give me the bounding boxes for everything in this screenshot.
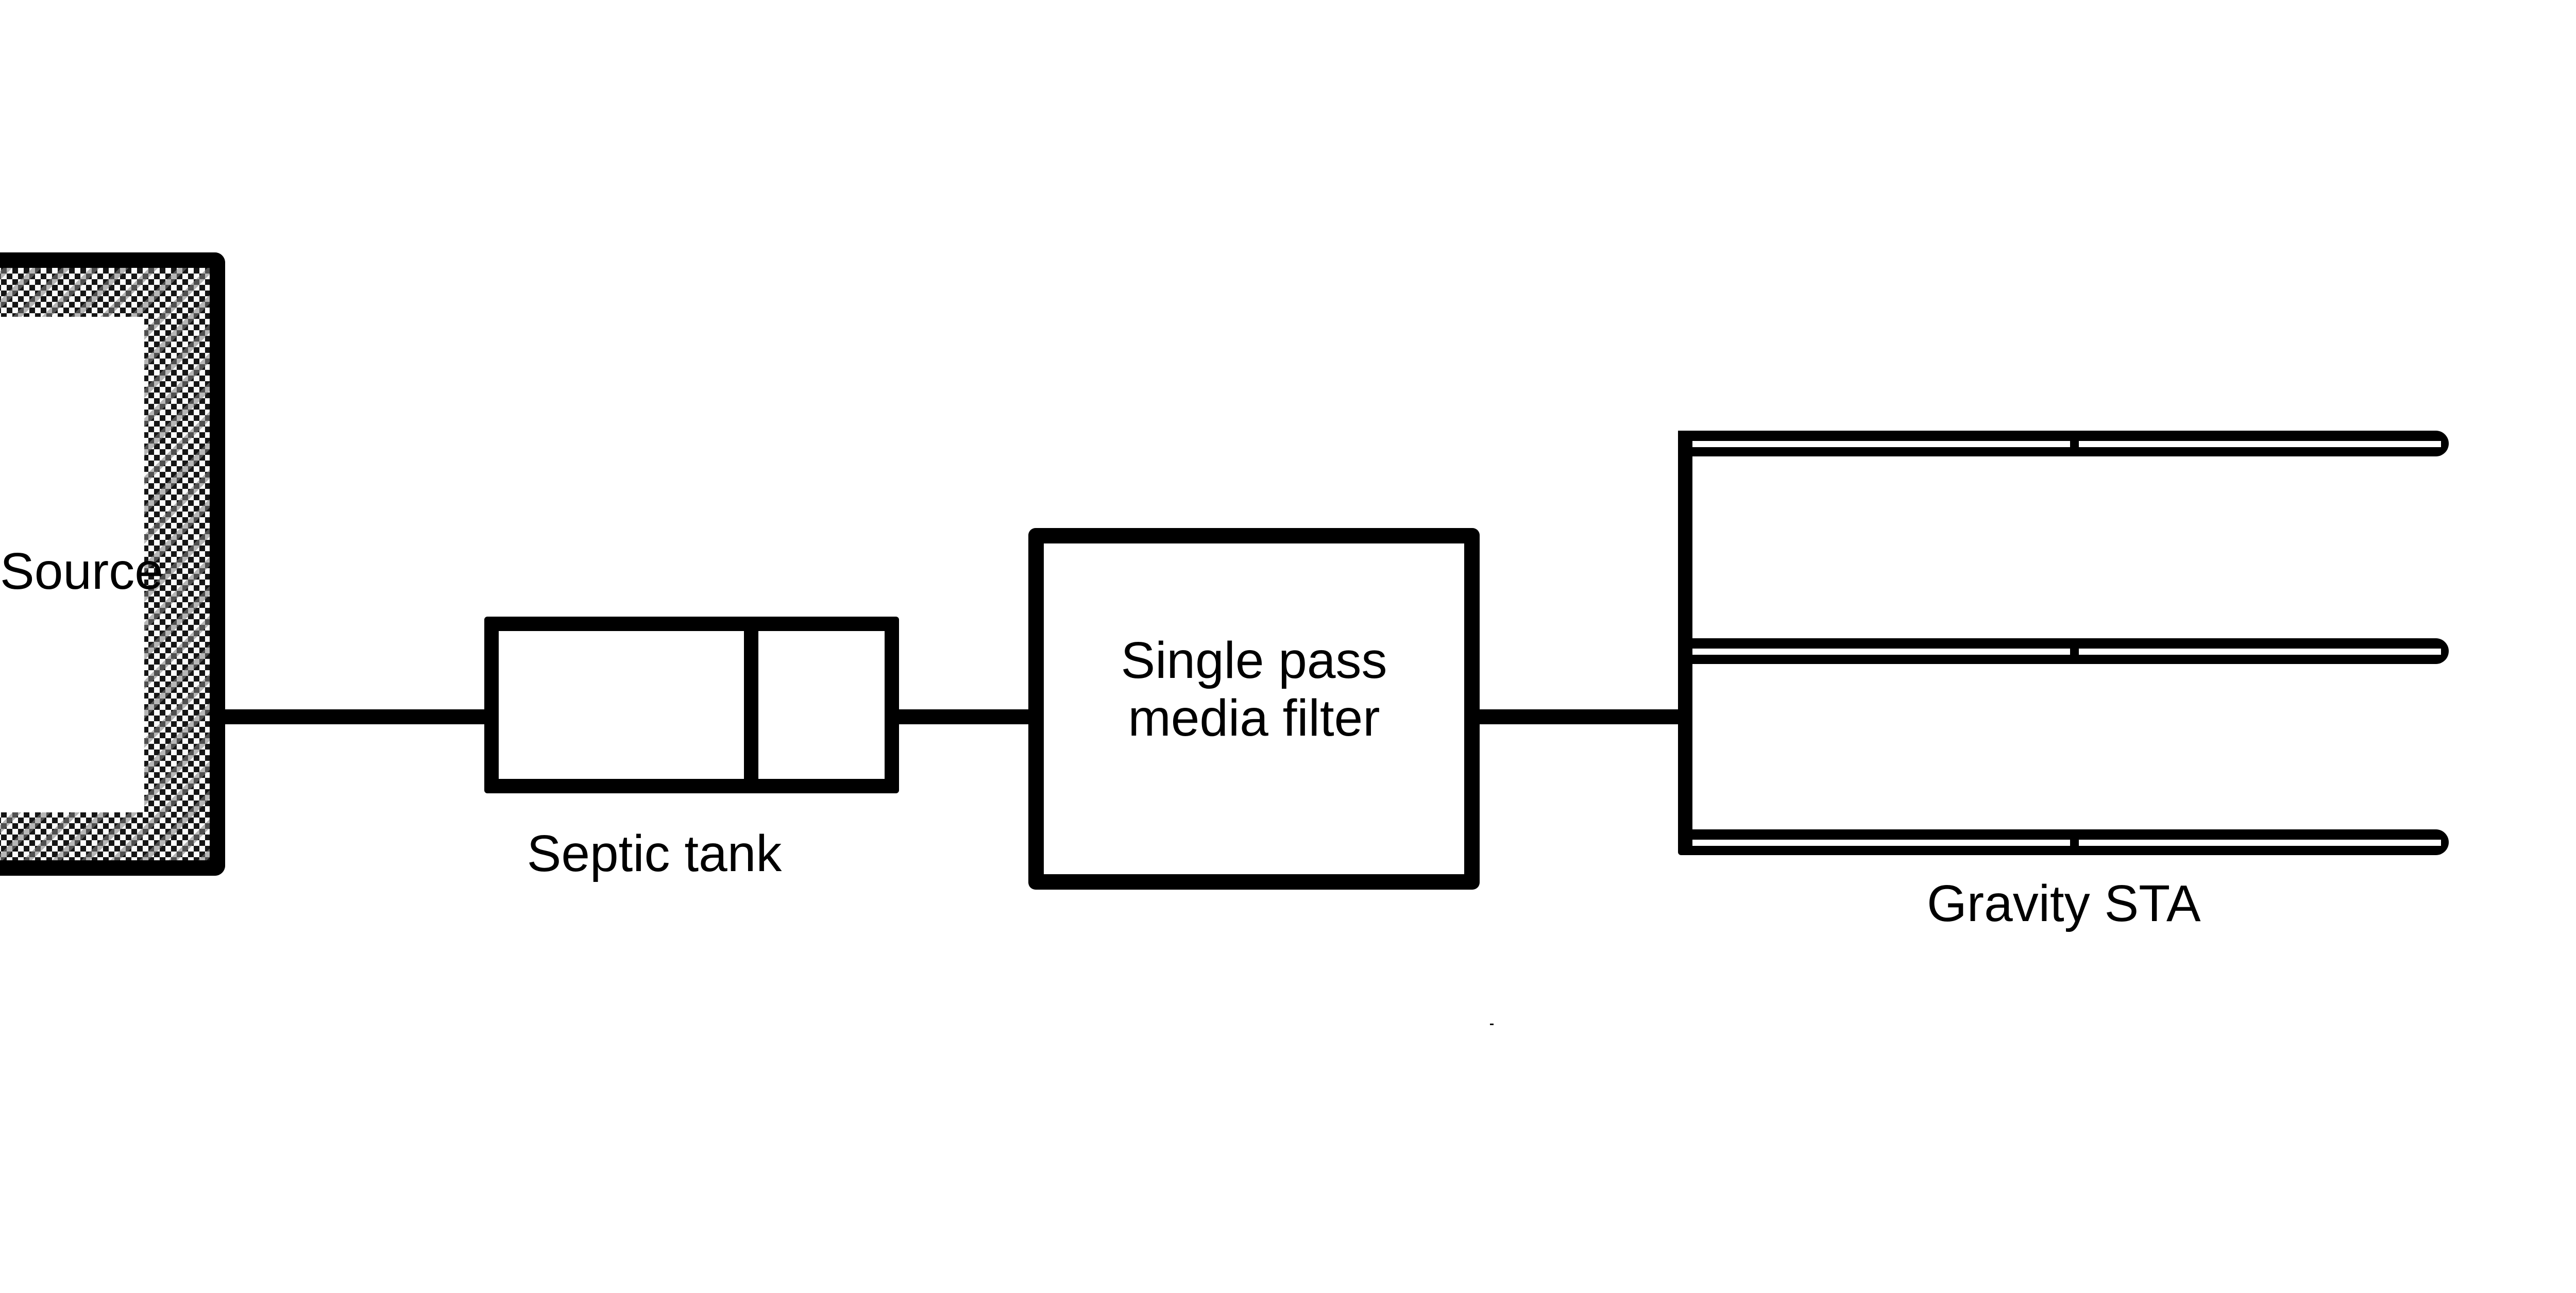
trench-slot — [1692, 840, 2441, 846]
source-label: Source — [0, 542, 163, 600]
trench-center-tick — [2070, 441, 2079, 447]
sta-trench — [1678, 638, 2449, 664]
septic-tank-label: Septic tank — [527, 825, 782, 882]
pipe-filter-to-sta — [1464, 709, 1692, 724]
pipe-source-to-septic — [225, 709, 500, 724]
media-filter-label-line1: Single pass — [1121, 632, 1387, 689]
trench-slot — [1692, 649, 2441, 655]
stray-mark — [1490, 1024, 1494, 1025]
media-filter-label-line2: media filter — [1128, 689, 1380, 747]
media-filter-box — [1028, 528, 1480, 890]
source-box-interior — [0, 317, 144, 812]
pipe-septic-to-filter — [885, 709, 1044, 724]
trench-center-tick — [2070, 840, 2079, 846]
septic-tank-box — [484, 617, 899, 793]
media-filter-label: Single pass media filter — [1028, 632, 1480, 747]
source-box — [0, 252, 225, 876]
sta-trench — [1678, 829, 2449, 855]
trench-slot — [1692, 441, 2441, 447]
trench-center-tick — [2070, 649, 2079, 655]
septic-tank-divider — [744, 617, 758, 793]
gravity-sta-label: Gravity STA — [1927, 875, 2201, 932]
sta-trench — [1678, 431, 2449, 456]
